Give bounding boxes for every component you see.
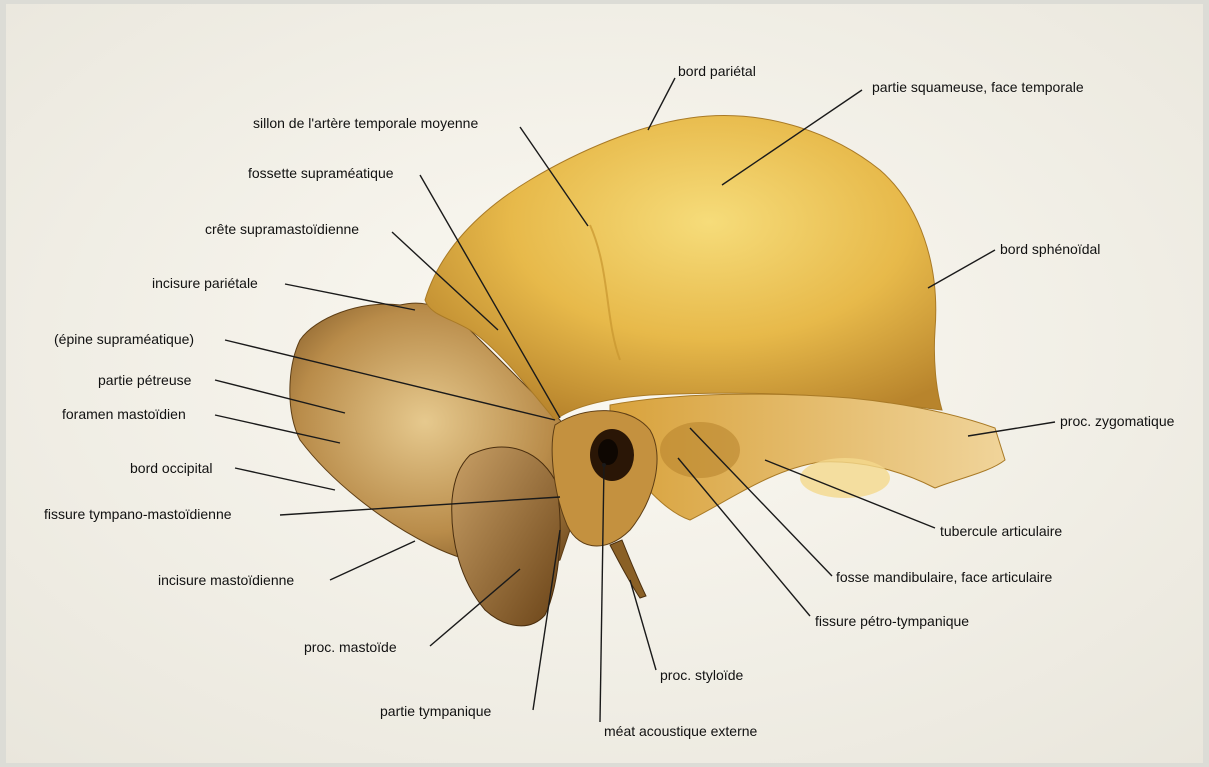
label-sillon-artere-temporale: sillon de l'artère temporale moyenne: [253, 115, 478, 131]
label-meat-acoustique-externe: méat acoustique externe: [604, 723, 758, 739]
label-partie-petreuse: partie pétreuse: [98, 372, 192, 388]
label-bord-sphenoidal: bord sphénoïdal: [1000, 241, 1100, 257]
label-fossette-suprameatique: fossette supraméatique: [248, 165, 394, 181]
label-fosse-mandibulaire: fosse mandibulaire, face articulaire: [836, 569, 1053, 585]
label-proc-mastoide: proc. mastoïde: [304, 639, 397, 655]
label-bord-parietal: bord pariétal: [678, 63, 756, 79]
label-partie-tympanique: partie tympanique: [380, 703, 492, 719]
label-proc-styloide: proc. styloïde: [660, 667, 743, 683]
label-tubercule-articulaire: tubercule articulaire: [940, 523, 1062, 539]
label-incisure-parietale: incisure pariétale: [152, 275, 258, 291]
label-fissure-petro-tympanique: fissure pétro-tympanique: [815, 613, 969, 629]
label-crete-supramastoidienne: crête supramastoïdienne: [205, 221, 359, 237]
label-epine-suprameatique: (épine supraméatique): [54, 331, 194, 347]
label-bord-occipital: bord occipital: [130, 460, 213, 476]
label-incisure-mastoidienne: incisure mastoïdienne: [158, 572, 294, 588]
label-partie-squameuse: partie squameuse, face temporale: [872, 79, 1084, 95]
label-proc-zygomatique: proc. zygomatique: [1060, 413, 1175, 429]
label-foramen-mastoidien: foramen mastoïdien: [62, 406, 186, 422]
label-fissure-tympano-mastoidienne: fissure tympano-mastoïdienne: [44, 506, 232, 522]
